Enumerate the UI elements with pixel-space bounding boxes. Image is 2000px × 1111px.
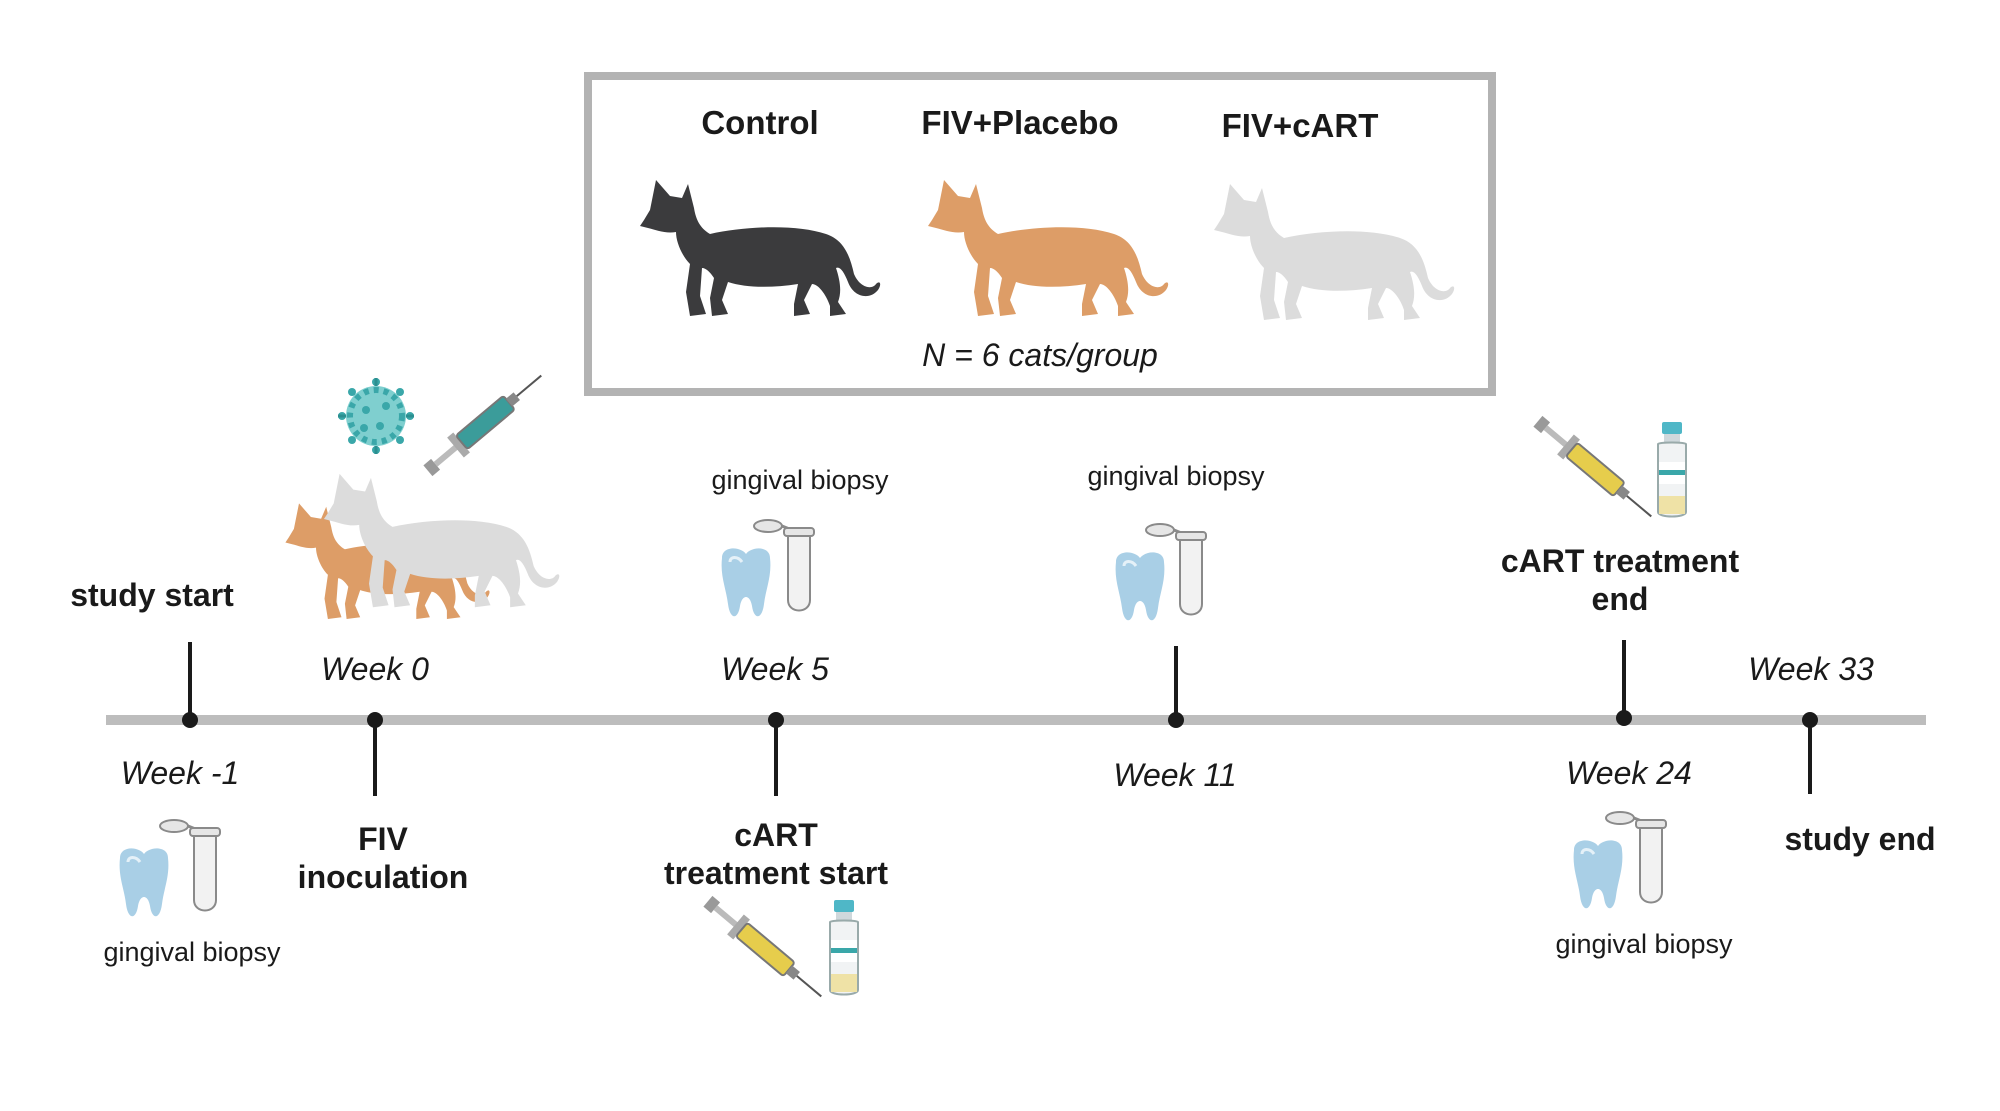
tooth-icon xyxy=(1572,838,1624,910)
biopsy-label-week11: gingival biopsy xyxy=(1087,461,1265,491)
cat-icon xyxy=(640,180,881,316)
syringe-icon xyxy=(698,890,831,1008)
syringe-icon xyxy=(418,364,551,482)
cat-icon xyxy=(1214,184,1455,320)
tick-week0 xyxy=(367,712,383,796)
study-end-label: study end xyxy=(1784,821,1936,857)
tooth-icon xyxy=(720,546,772,618)
virus-icon xyxy=(338,378,414,454)
tube-icon xyxy=(158,818,222,912)
cart-start-label-line1: cART xyxy=(734,817,818,853)
syringe-icon xyxy=(1528,410,1661,528)
tick-week5 xyxy=(768,712,784,796)
tooth-icon xyxy=(118,846,170,918)
biopsy-label-week5: gingival biopsy xyxy=(711,465,889,495)
groups-box xyxy=(584,72,1496,396)
week-33-label: Week 33 xyxy=(1748,651,1874,687)
vial-icon xyxy=(829,899,859,996)
vial-icon xyxy=(1657,421,1687,518)
fiv-inoculation-label-line1: FIV xyxy=(358,821,408,857)
tooth-icon xyxy=(1114,550,1166,622)
cart-end-label-line1: cART treatment xyxy=(1500,543,1740,579)
week-minus1-label: Week -1 xyxy=(120,755,240,791)
tick-week-minus1 xyxy=(182,642,198,728)
week-5-label: Week 5 xyxy=(721,651,829,687)
group-count-label: N = 6 cats/group xyxy=(922,337,1158,373)
group-label-control: Control xyxy=(701,104,819,141)
cat-icon xyxy=(928,180,1169,316)
biopsy-label-week24: gingival biopsy xyxy=(1555,929,1733,959)
biopsy-label-week-minus1: gingival biopsy xyxy=(103,937,281,967)
week-11-label: Week 11 xyxy=(1113,757,1237,793)
week-24-label: Week 24 xyxy=(1566,755,1692,791)
fiv-inoculation-label-line2: inoculation xyxy=(297,859,469,895)
tick-week33 xyxy=(1802,712,1818,794)
group-label-placebo: FIV+Placebo xyxy=(921,104,1119,141)
week-0-label: Week 0 xyxy=(321,651,429,687)
cart-end-label-line2: end xyxy=(1591,581,1649,617)
study-start-label: study start xyxy=(70,577,234,613)
tick-week24 xyxy=(1616,640,1632,726)
cart-start-label-line2: treatment start xyxy=(663,855,889,891)
tick-week11 xyxy=(1168,646,1184,728)
group-label-cart: FIV+cART xyxy=(1221,107,1379,144)
